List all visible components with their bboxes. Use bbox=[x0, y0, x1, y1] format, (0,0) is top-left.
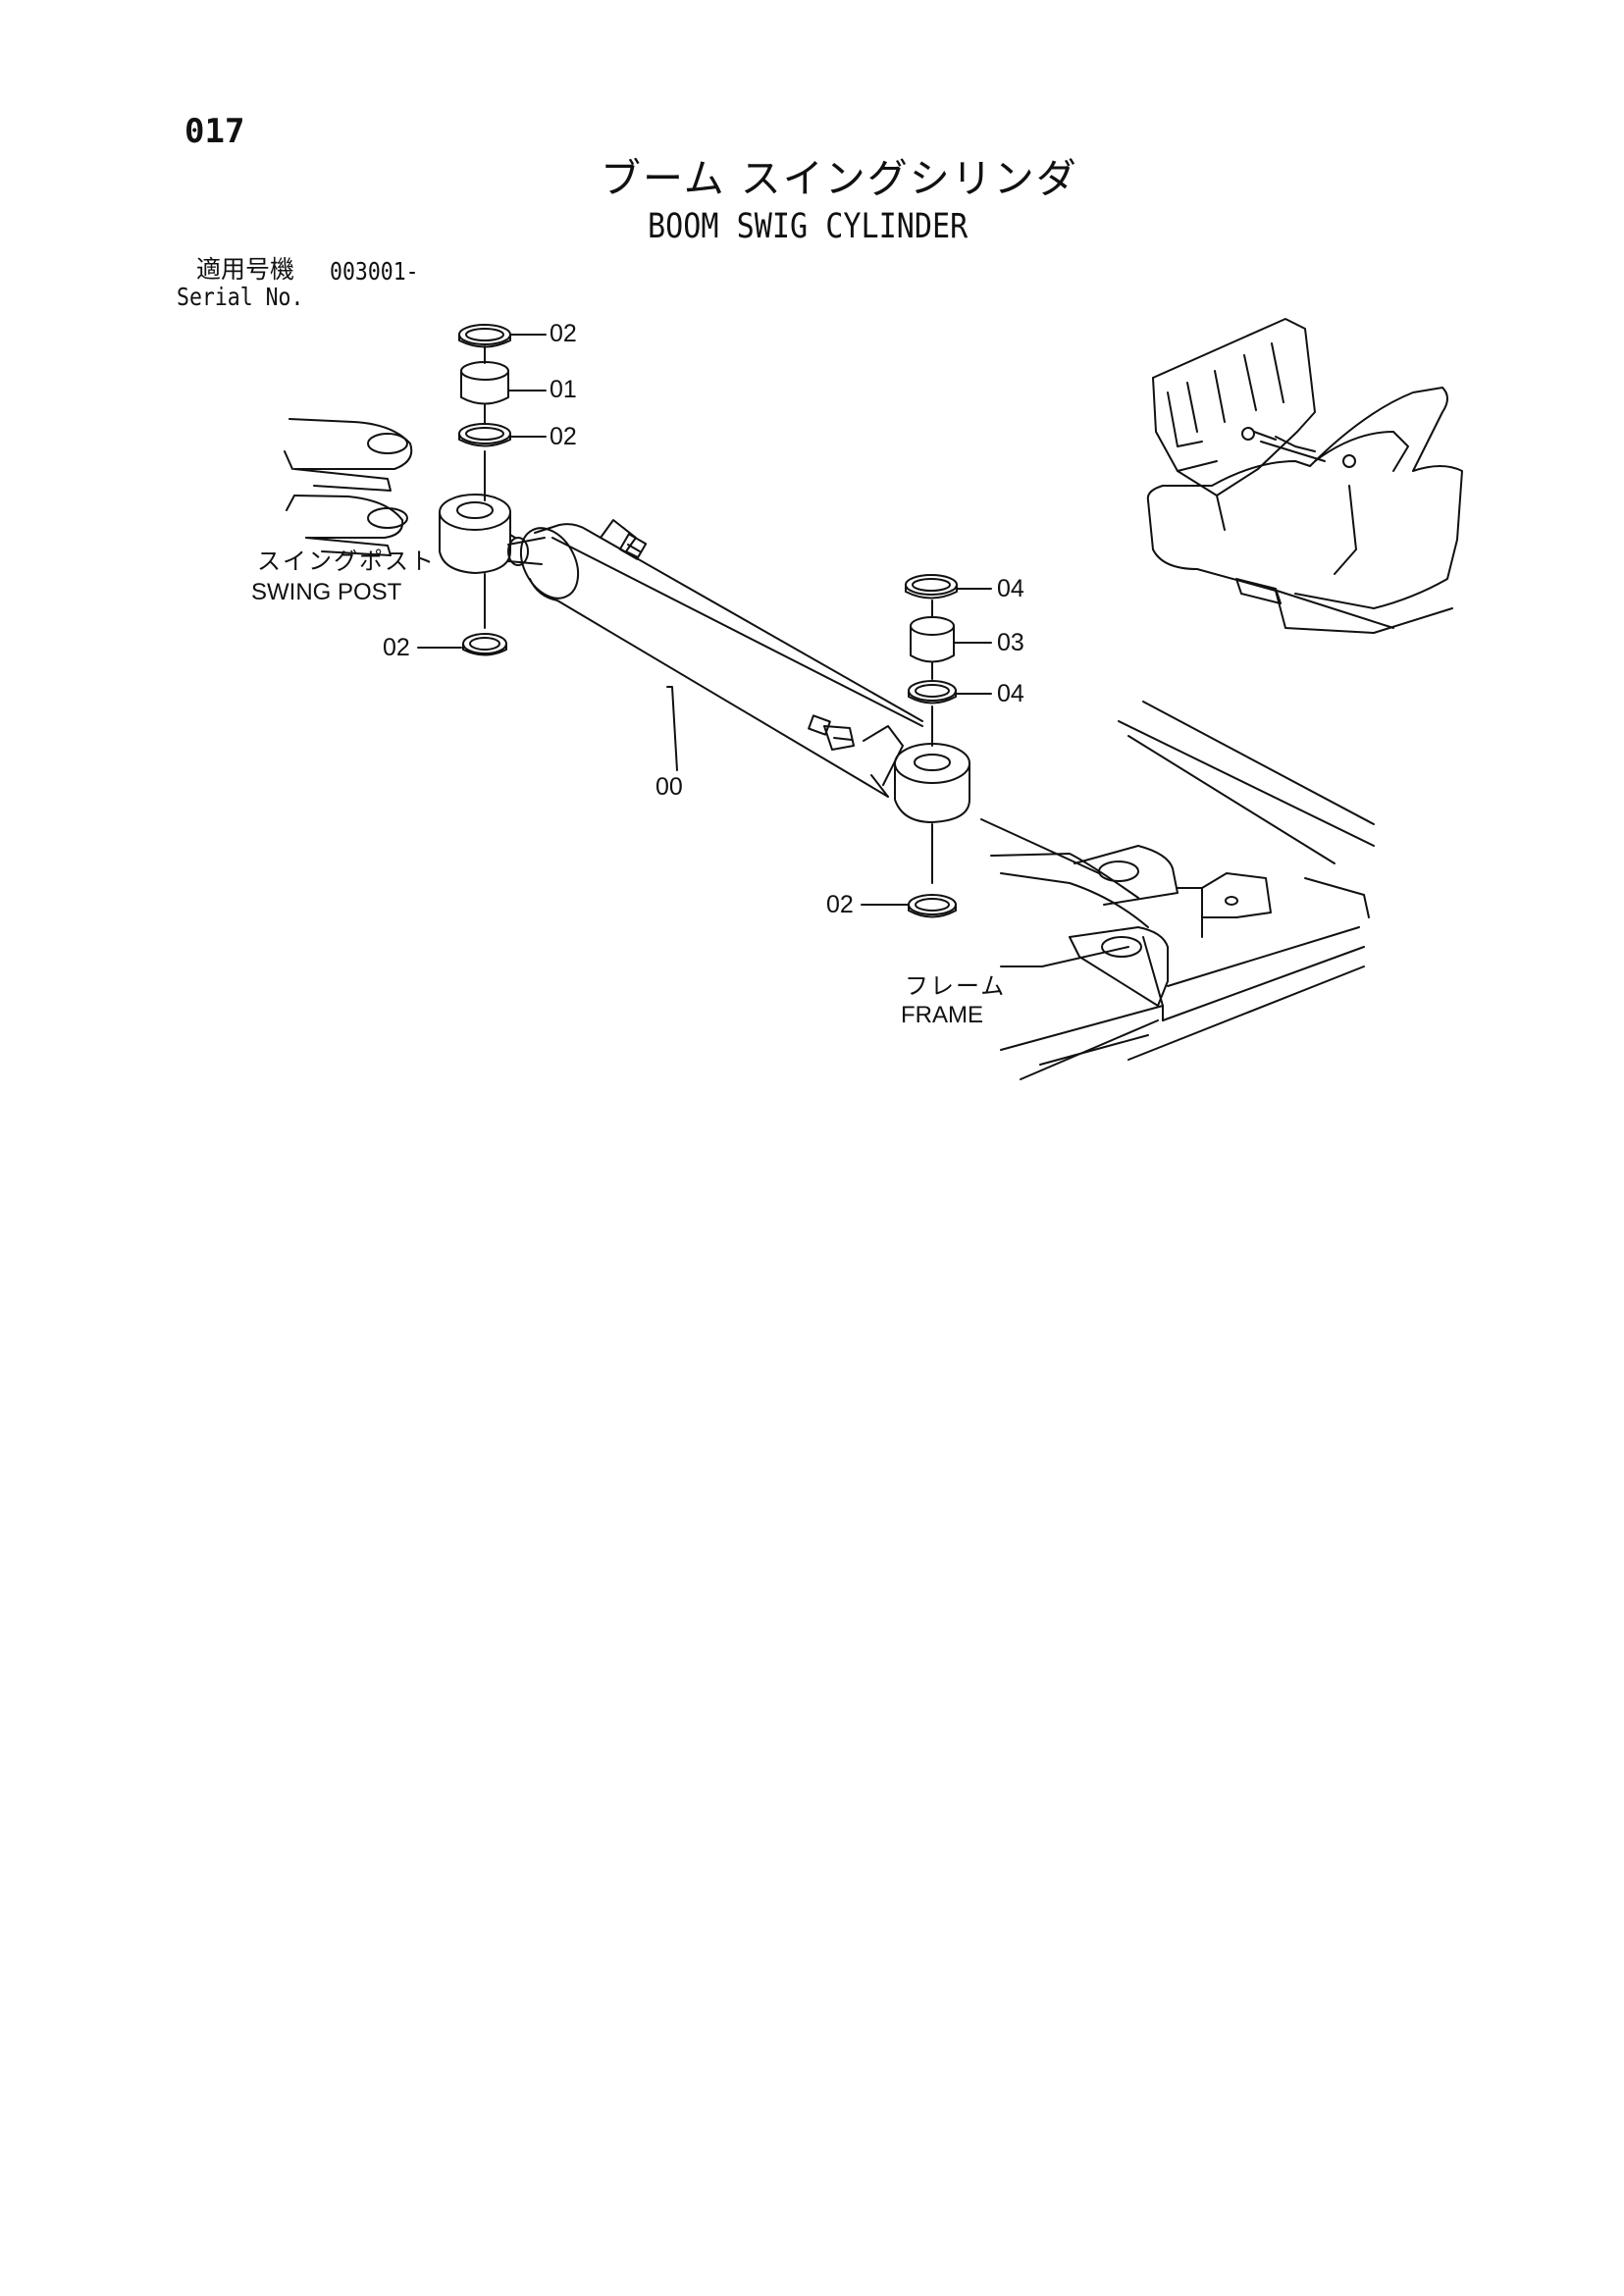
frame-structure bbox=[980, 701, 1375, 1080]
top-bushing bbox=[460, 361, 509, 405]
serial-label-english: Serial No. bbox=[177, 283, 304, 311]
top-seal-upper bbox=[458, 324, 511, 348]
frame-label-english: FRAME bbox=[901, 1002, 983, 1028]
frame-label-japanese: フレーム bbox=[905, 972, 1007, 1000]
swing-post-label-english: SWING POST bbox=[251, 579, 402, 605]
serial-label-japanese: 適用号機 bbox=[196, 255, 295, 284]
title-english: BOOM SWIG CYLINDER bbox=[648, 207, 969, 246]
serial-value: 003001- bbox=[330, 257, 419, 286]
callout-02-bottom-left: 02 bbox=[383, 634, 410, 661]
right-seal-upper bbox=[905, 574, 958, 600]
bottom-right-seal bbox=[908, 894, 957, 918]
callout-02-top-lower: 02 bbox=[550, 423, 577, 450]
callout-04-right-lower: 04 bbox=[997, 680, 1024, 707]
right-bushing bbox=[910, 616, 955, 663]
right-seal-lower bbox=[908, 680, 957, 704]
rod-eye-right bbox=[894, 743, 970, 823]
rod-eye-left bbox=[439, 494, 516, 574]
swing-post-label-japanese: スイングポスト bbox=[257, 548, 436, 575]
machine-overview bbox=[1146, 318, 1463, 634]
cylinder-body bbox=[507, 519, 923, 798]
top-seal-lower bbox=[458, 423, 511, 447]
callout-02-bottom-right: 02 bbox=[826, 891, 854, 918]
callout-00-cylinder: 00 bbox=[655, 773, 683, 801]
bottom-left-seal bbox=[462, 633, 507, 656]
page-number: 017 bbox=[184, 112, 245, 151]
callout-04-right-upper: 04 bbox=[997, 575, 1024, 602]
leader-lines bbox=[417, 334, 1129, 967]
callout-03-right-bushing: 03 bbox=[997, 629, 1024, 656]
swing-post-bracket bbox=[284, 418, 413, 556]
callout-01-top-bushing: 01 bbox=[550, 376, 577, 403]
title-japanese: ブーム スイングシリンダ bbox=[601, 155, 1078, 202]
callout-02-top-upper: 02 bbox=[550, 320, 577, 347]
